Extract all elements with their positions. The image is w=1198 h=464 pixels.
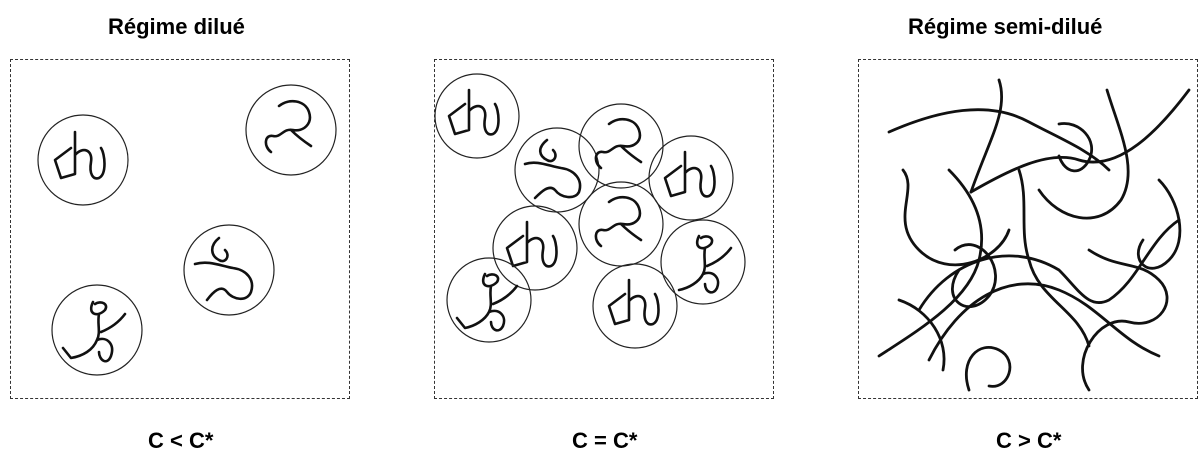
coil-sphere xyxy=(245,84,337,176)
polymer-coil xyxy=(434,73,520,159)
polymer-coil xyxy=(660,219,746,305)
condition-label-overlap: C = C* xyxy=(572,428,638,453)
polymer-coil xyxy=(492,205,578,291)
coil-sphere xyxy=(648,135,734,221)
polymer-coil xyxy=(183,224,275,316)
semi-dilute-regime-drawing xyxy=(877,78,1191,392)
dilute-regime-panel xyxy=(10,59,350,399)
polymer-coil xyxy=(37,114,129,206)
dilute-regime-drawing xyxy=(37,84,337,376)
polymer-coil xyxy=(51,284,143,376)
overlap-concentration-panel xyxy=(434,59,774,399)
polymer-coil xyxy=(446,257,532,343)
coil-sphere xyxy=(183,224,275,316)
condition-label-semi-dilute: C > C* xyxy=(996,428,1062,453)
polymer-coil xyxy=(648,135,734,221)
polymer-coil xyxy=(578,181,664,267)
coil-sphere xyxy=(592,263,678,349)
condition-label-dilute: C < C* xyxy=(148,428,214,453)
overlap-concentration-drawing xyxy=(434,73,746,349)
coil-sphere xyxy=(37,114,129,206)
polymer-coil xyxy=(245,84,337,176)
panel-title-semi-dilute: Régime semi-dilué xyxy=(908,14,1103,39)
coil-sphere xyxy=(660,219,746,305)
semi-dilute-regime-panel xyxy=(858,59,1198,399)
coil-sphere xyxy=(434,73,520,159)
polymer-coil xyxy=(592,263,678,349)
panel-title-dilute: Régime dilué xyxy=(108,14,245,39)
coil-sphere xyxy=(492,205,578,291)
coil-sphere xyxy=(51,284,143,376)
coil-sphere xyxy=(446,257,532,343)
